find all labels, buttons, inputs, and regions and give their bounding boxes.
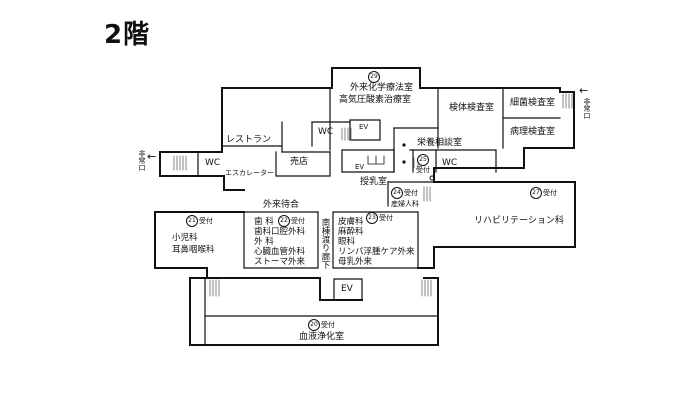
reception-label: 受付 bbox=[291, 217, 305, 225]
room-wc-right: WC bbox=[442, 158, 458, 168]
circled-number-icon: 29 bbox=[368, 71, 380, 83]
dept-name-line: 麻酔科 bbox=[338, 227, 364, 237]
dept-name-line: 歯科口腔外科 bbox=[254, 227, 306, 237]
reception-label: 受付 bbox=[543, 189, 557, 197]
left-arrow-icon: ← bbox=[579, 84, 589, 97]
interior-walls bbox=[154, 87, 561, 346]
ev-door-marks bbox=[367, 155, 385, 165]
dept-name-line: 歯 科 bbox=[254, 217, 274, 227]
outer-walls bbox=[154, 67, 576, 346]
circled-number-icon: 20 bbox=[308, 319, 320, 331]
dept-name-line: ストーマ外来 bbox=[254, 257, 306, 267]
room-wc-upper: WC bbox=[318, 127, 334, 137]
waiting-area-label: 外来待合 bbox=[263, 200, 300, 210]
stairs-hatching bbox=[173, 93, 573, 297]
reception-25: 25 受付 bbox=[416, 154, 430, 174]
exit-label: 非常口 bbox=[138, 150, 146, 171]
dept-name-line: 眼科 bbox=[338, 237, 356, 247]
room-ev-upper: EV bbox=[359, 123, 369, 131]
room-pathology-lab: 病理検査室 bbox=[510, 127, 556, 137]
dept-name-line: リンパ浮腫ケア外来 bbox=[338, 247, 415, 257]
circled-number-icon: 27 bbox=[530, 187, 542, 199]
reception-label: 受付 bbox=[416, 166, 430, 174]
room-shop: 売店 bbox=[290, 157, 309, 167]
reception-27: 27 受付 bbox=[530, 187, 557, 199]
reception-24: 24 受付 bbox=[391, 187, 418, 199]
floor-title: 2階 bbox=[104, 20, 151, 50]
circled-number-icon: 23 bbox=[366, 212, 378, 224]
room-nutrition: 栄養相談室 bbox=[417, 138, 463, 148]
left-arrow-icon: ← bbox=[147, 150, 157, 163]
dept-name: リハビリテーション科 bbox=[474, 216, 564, 226]
dept-name-line: 心臓血管外科 bbox=[254, 247, 306, 257]
circled-number-icon: 21 bbox=[186, 215, 198, 227]
room-ev-lower: EV bbox=[341, 284, 353, 294]
room-restaurant: レストラン bbox=[226, 135, 272, 145]
reception-22: 22 受付 bbox=[278, 215, 305, 227]
dept-name-line: 皮膚科 bbox=[338, 217, 364, 227]
room-nursing: 授乳室 bbox=[360, 177, 388, 187]
room-bacteria-lab: 細菌検査室 bbox=[510, 98, 556, 108]
escalator-label: エスカレーター bbox=[225, 169, 274, 177]
room-ev-mid: EV bbox=[355, 163, 365, 171]
dept-name: 血液浄化室 bbox=[299, 332, 345, 342]
room-name-line: 高気圧酸素治療室 bbox=[339, 95, 412, 105]
reception-21: 21 受付 bbox=[186, 215, 213, 227]
dept-name: 産婦人科 bbox=[391, 200, 419, 208]
room-wc-left: WC bbox=[205, 158, 221, 168]
reception-label: 受付 bbox=[404, 189, 418, 197]
reception-label: 受付 bbox=[199, 217, 213, 225]
reception-label: 受付 bbox=[321, 321, 335, 329]
dept-name-line: 外 科 bbox=[254, 237, 274, 247]
room-name-line: 外来化学療法室 bbox=[350, 83, 414, 93]
dept-name-line: 耳鼻咽喉科 bbox=[172, 245, 215, 255]
circled-number-icon: 25 bbox=[417, 154, 429, 166]
dept-name-line: 小児科 bbox=[172, 233, 198, 243]
corridor-label: 南棟渡り廊下 bbox=[320, 218, 330, 269]
circled-number-icon: 22 bbox=[278, 215, 290, 227]
dept-name-line: 母乳外来 bbox=[338, 257, 373, 267]
room-specimen-lab: 検体検査室 bbox=[449, 103, 495, 113]
exit-label: 非常口 bbox=[583, 98, 591, 119]
circled-number-icon: 24 bbox=[391, 187, 403, 199]
reception-20: 20 受付 bbox=[308, 319, 335, 331]
reception-23: 23 受付 bbox=[366, 212, 393, 224]
reception-label: 受付 bbox=[379, 214, 393, 222]
